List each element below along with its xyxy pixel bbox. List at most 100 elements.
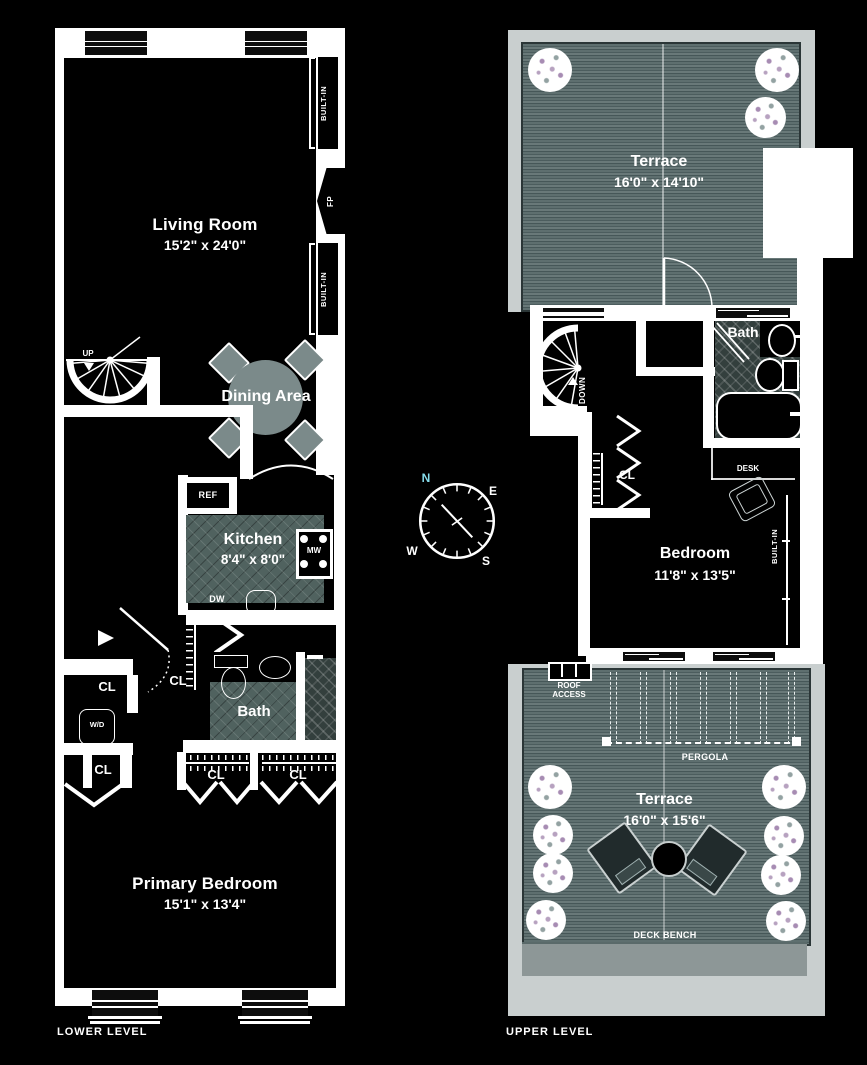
spiral-stair-up [66, 336, 156, 404]
bifold-door [616, 414, 642, 512]
planter [526, 900, 566, 940]
wall-segment [296, 652, 305, 748]
hanger-rail [183, 766, 249, 771]
planter [533, 815, 573, 855]
tick [309, 243, 315, 245]
adjacent-structure [763, 148, 853, 258]
hanger-rail [593, 453, 600, 505]
bath-door [711, 322, 750, 363]
planter [766, 901, 806, 941]
washer-dryer [79, 709, 115, 745]
pergola-post [792, 737, 801, 746]
planter [762, 765, 806, 809]
terrace-bottom-dims: 16'0" x 15'6" [623, 812, 706, 828]
deck-seam [662, 44, 664, 306]
roof-access-label: ROOF ACCESS [552, 681, 586, 700]
built-in-recess [318, 57, 338, 149]
window [92, 990, 158, 1016]
wall-segment [636, 321, 646, 374]
terrace-deck [521, 42, 801, 312]
tick [309, 333, 315, 335]
closet-rod [262, 762, 338, 764]
bedroom-dims: 11'8" x 13'5" [654, 567, 736, 583]
closet-label: CL [169, 673, 187, 688]
built-in-front-line [786, 495, 788, 645]
landing [530, 406, 587, 436]
hanger-rail [262, 755, 338, 760]
terrace-top-dims: 16'0" x 14'10" [613, 174, 704, 190]
pergola-beam [760, 672, 767, 744]
wall-segment [578, 508, 650, 518]
burner [300, 535, 308, 543]
bathtub [716, 392, 802, 440]
wall-segment [703, 438, 818, 448]
built-in-front-line [309, 243, 311, 335]
planter [764, 816, 804, 856]
window [540, 308, 604, 318]
closet-label: CL [94, 762, 112, 777]
compass-north-label: N [421, 471, 431, 485]
terrace-bottom-label: Terrace [636, 791, 693, 808]
compass-west-label: W [406, 544, 418, 558]
sliding-window [716, 308, 790, 318]
refrigerator-label: REF [198, 490, 218, 500]
dishwasher-label: DW [209, 594, 225, 604]
tick [309, 147, 315, 149]
primary-bedroom-dims: 15'1" x 13'4" [163, 896, 247, 912]
pergola-beam [730, 672, 737, 744]
wall-segment [250, 752, 258, 790]
window-sill [240, 1021, 310, 1024]
sliding-door [713, 652, 775, 661]
living-room-label: Living Room [152, 215, 258, 234]
living-room-dims: 15'2" x 24'0" [163, 237, 247, 253]
microwave-label: MW [306, 546, 322, 555]
pergola-beam [610, 672, 617, 744]
hatch-rung [561, 663, 563, 677]
wall-segment [178, 475, 188, 615]
wall-segment [183, 740, 345, 753]
hanger-rail [183, 755, 249, 760]
closet-label: CL [289, 767, 307, 782]
built-in-recess [318, 243, 338, 335]
up-label: UP [82, 349, 94, 358]
wall-segment [578, 508, 590, 656]
pergola-edge [606, 742, 800, 744]
bifold-door [259, 780, 339, 805]
faucet [794, 335, 801, 338]
down-label: DOWN [578, 376, 587, 404]
planter [755, 48, 799, 92]
pergola-post [602, 737, 611, 746]
hatch-rung [575, 663, 577, 677]
wall-segment [334, 461, 345, 625]
wall-segment [177, 752, 186, 790]
toilet-tank [214, 655, 248, 668]
bifold-door [63, 782, 125, 808]
entry-arrow-icon [98, 630, 114, 646]
tick [782, 598, 790, 600]
hanger-rail [186, 622, 193, 690]
bifold-door [181, 780, 256, 806]
closet-rod [601, 453, 603, 505]
pergola-beam [788, 672, 795, 744]
bath-sink [768, 324, 796, 357]
pergola-beam [640, 672, 647, 744]
spiral-stair-down [534, 324, 582, 412]
built-in-label: BUILT-IN [319, 271, 328, 307]
wall-segment [147, 357, 160, 409]
kitchen-label: Kitchen [223, 531, 283, 548]
bath-label: Bath [727, 324, 759, 340]
pergola-beam [670, 672, 677, 744]
planter [745, 97, 786, 138]
planter [528, 48, 572, 92]
wall-segment [120, 752, 132, 788]
planter [761, 855, 801, 895]
shower-head [307, 655, 323, 659]
primary-bedroom-label: Primary Bedroom [132, 874, 278, 893]
sliding-door [623, 652, 685, 661]
built-in-front-line [309, 57, 311, 149]
burner [319, 535, 327, 543]
pergola-label: PERGOLA [681, 752, 729, 762]
deck-bench-label: DECK BENCH [633, 930, 697, 940]
arched-opening [248, 464, 334, 480]
wall-segment [83, 752, 92, 788]
